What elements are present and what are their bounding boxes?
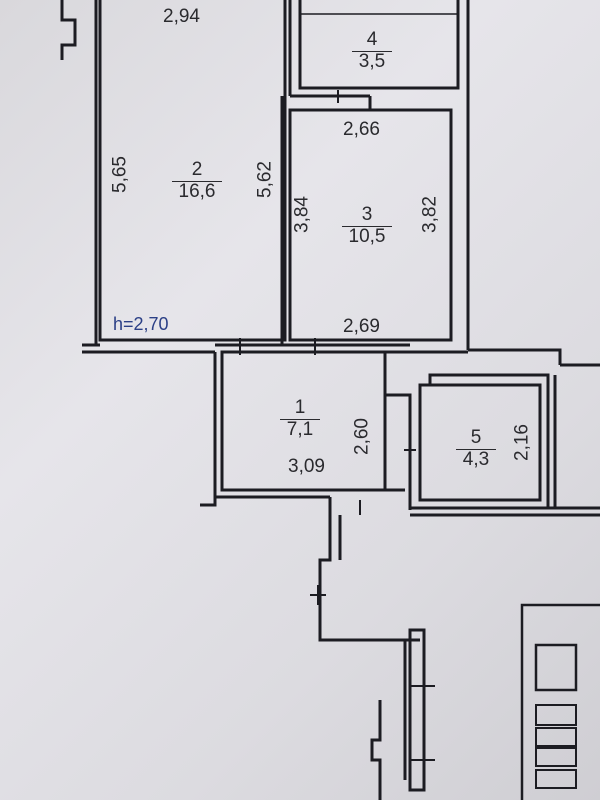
room-2-width-top: 2,94 bbox=[163, 6, 200, 27]
room-3-width-top: 2,66 bbox=[343, 119, 380, 140]
room-2-side-left: 5,65 bbox=[109, 156, 131, 193]
ceiling-height-note: h=2,70 bbox=[113, 314, 169, 334]
room-4-label: 4 3,5 bbox=[352, 29, 392, 73]
room-5-number: 5 bbox=[456, 427, 496, 450]
room-1-width-bottom: 3,09 bbox=[288, 456, 325, 477]
room-2-area: 16,6 bbox=[178, 180, 216, 202]
room-1-number: 1 bbox=[280, 397, 320, 420]
room-5-label: 5 4,3 bbox=[456, 427, 496, 471]
room-1-side-right: 2,60 bbox=[351, 418, 373, 455]
room-2-label: 2 16,6 bbox=[172, 159, 222, 203]
room-2-outline bbox=[98, 0, 287, 342]
room-3-side-right: 3,82 bbox=[419, 196, 441, 233]
room-5-area: 4,3 bbox=[462, 448, 490, 470]
room-2-number: 2 bbox=[172, 159, 222, 182]
room-3-area: 10,5 bbox=[348, 225, 386, 247]
room-3-label: 3 10,5 bbox=[342, 204, 392, 248]
room-1-label: 1 7,1 bbox=[280, 397, 320, 441]
room-3-side-left: 3,84 bbox=[291, 196, 313, 233]
room-2-side-right: 5,62 bbox=[254, 161, 276, 198]
room-3-number: 3 bbox=[342, 204, 392, 227]
room-4-outline bbox=[298, 0, 460, 90]
room-5-side-right: 2,16 bbox=[511, 424, 533, 461]
room-1-area: 7,1 bbox=[286, 418, 314, 440]
room-4-number: 4 bbox=[352, 29, 392, 52]
room-4-area: 3,5 bbox=[358, 50, 386, 72]
room-5-outline bbox=[418, 383, 542, 502]
room-3-width-bottom: 2,69 bbox=[343, 316, 380, 337]
